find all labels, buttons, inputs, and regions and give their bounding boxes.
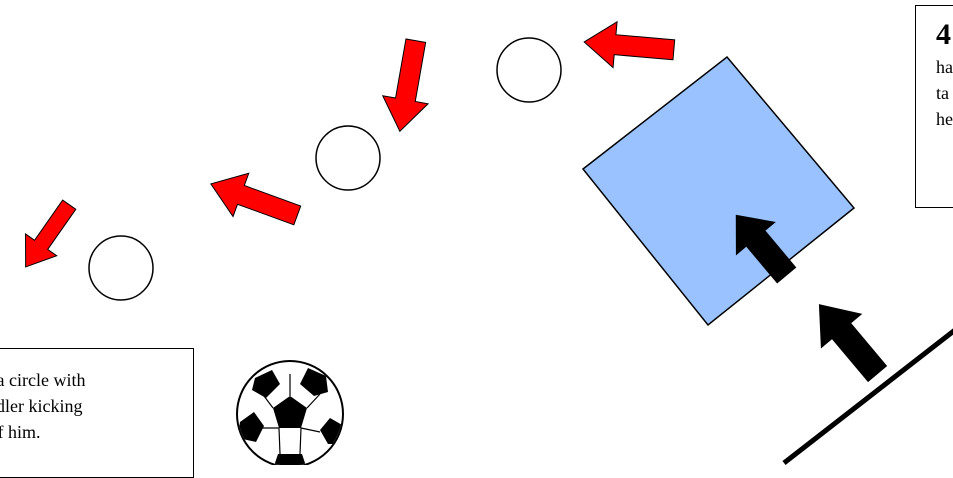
blue-square [583,57,854,325]
instruction-line-1: alk a circle with [0,367,164,393]
cone-3 [497,38,561,102]
instruction-right-line-1: ha [936,54,953,80]
red-arrow-3 [377,37,438,136]
red-arrow-4 [582,19,676,73]
instruction-box-left: alk a circle with handler kicking nt of … [0,348,194,478]
instruction-box-right: 4 ha ta he [915,5,953,208]
instruction-right-line-2: ta [936,80,953,106]
red-arrow-1 [10,194,85,278]
red-arrow-2 [203,162,305,237]
instruction-line-3: nt of him. [0,419,164,445]
soccer-ball-icon [237,361,344,465]
instruction-right-line-3: he [936,106,953,132]
black-arrow-line [800,288,898,390]
step-number: 4 [936,18,953,52]
cone-1 [89,236,153,300]
instruction-line-2: handler kicking [0,393,164,419]
cone-2 [316,126,380,190]
